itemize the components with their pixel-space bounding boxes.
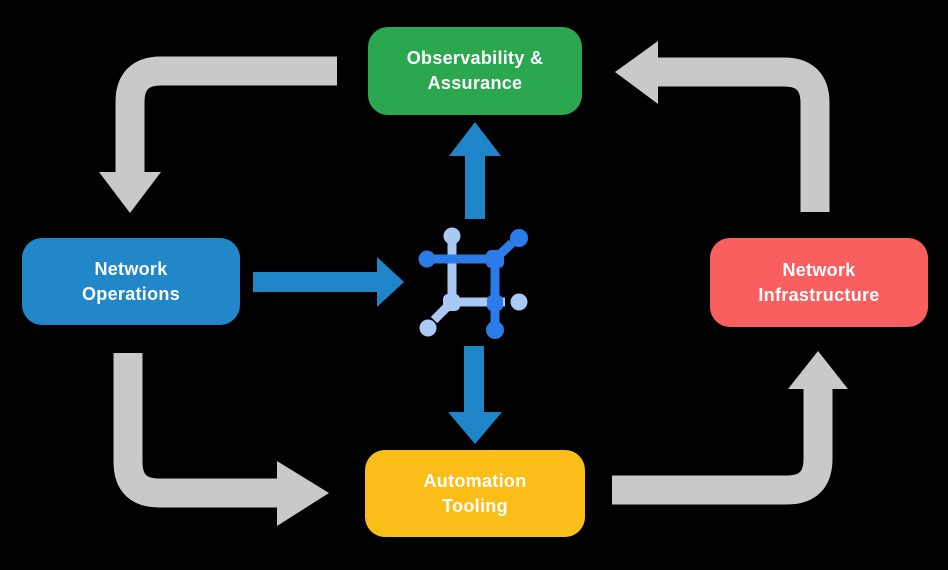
node-label-line: Observability & [406, 48, 544, 68]
arrow-observability-to-operations [99, 56, 337, 213]
network-mesh-icon [418, 227, 528, 339]
node-network-infrastructure: Network Infrastructure [710, 238, 928, 327]
node-network-operations: Network Operations [22, 238, 240, 325]
node-label-line: Tooling [442, 495, 508, 516]
node-label-line: Network [782, 259, 856, 280]
node-label-line: Operations [81, 283, 181, 304]
arrow-center-to-automation [448, 346, 502, 444]
arrow-operations-to-center [253, 257, 404, 307]
node-label-line: Network [94, 258, 168, 279]
node-automation-tooling: Automation Tooling [365, 450, 585, 537]
arrow-infrastructure-to-observability [615, 41, 830, 212]
arrow-automation-to-infrastructure [612, 351, 848, 505]
node-label-line: Automation [423, 470, 527, 491]
node-label-line: Infrastructure [758, 284, 880, 305]
node-observability-assurance: Observability & Assurance [368, 27, 582, 115]
arrow-center-to-observability [449, 122, 501, 219]
arrow-operations-to-automation [113, 353, 329, 526]
node-label-line: Assurance [427, 73, 523, 93]
